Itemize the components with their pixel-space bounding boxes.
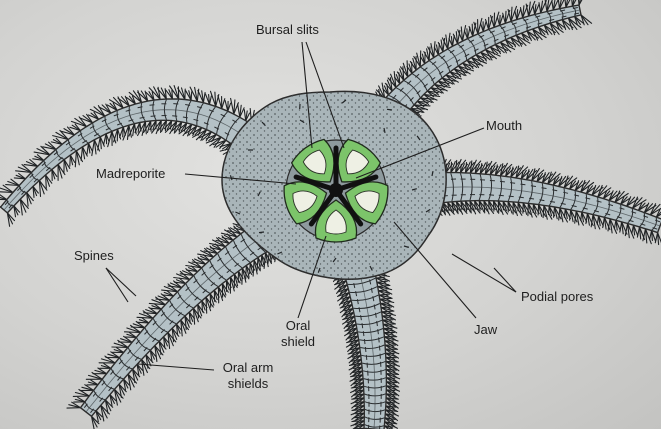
- arm-right-spines: [426, 158, 661, 246]
- oral-shield-inner: [354, 190, 380, 214]
- oral-shield-inner: [345, 149, 370, 175]
- disc-spine: [386, 108, 393, 111]
- arm-lower-left-body: [79, 213, 286, 418]
- arm-lower-left: [66, 209, 286, 429]
- disc-spine: [261, 121, 266, 127]
- oral-shield-inner: [292, 190, 318, 214]
- disc-spine: [257, 191, 261, 197]
- leader-bursal-slits-a: [301, 41, 313, 149]
- oral-shield-plate: [344, 181, 389, 225]
- arm-bottom-spines: [327, 245, 401, 429]
- disc-spine: [431, 170, 434, 177]
- disc-spines: [229, 99, 434, 273]
- leader-spines-a: [105, 267, 129, 303]
- label-jaw: Jaw: [474, 322, 498, 337]
- disc-spine: [299, 119, 305, 124]
- oral-shield-plate: [337, 138, 382, 183]
- label-oral-arm-shields-line1: Oral arm: [222, 360, 274, 375]
- label-oral-shield-line2: shield: [281, 334, 315, 349]
- leader-podial-pores-a: [493, 267, 517, 293]
- disc-spine: [277, 251, 283, 255]
- disc-spine: [341, 99, 347, 104]
- label-oral-arm-shields: Oral arm shields: [214, 360, 282, 392]
- leader-oral-shield: [297, 235, 327, 319]
- arm-bottom-body: [335, 238, 388, 429]
- label-mouth: Mouth: [486, 118, 523, 133]
- arm-bottom: [327, 238, 401, 429]
- label-oral-shield-line1: Oral: [285, 318, 311, 333]
- oral-region: [283, 138, 389, 243]
- arm-upper-left-body: [0, 98, 282, 214]
- leader-podial-pores-b: [451, 253, 517, 293]
- label-spines: Spines: [74, 248, 114, 263]
- label-oral-shield: Oral shield: [270, 318, 326, 350]
- leader-bursal-slits-b: [305, 41, 345, 149]
- disc-spine: [332, 257, 337, 263]
- label-podial-pores: Podial pores: [521, 289, 594, 304]
- label-madreporite: Madreporite: [96, 166, 166, 181]
- arm-right: [417, 158, 661, 246]
- arm-upper-left: [0, 85, 282, 227]
- leader-spines-b: [105, 267, 137, 297]
- disc-spine: [403, 245, 409, 248]
- mouth-star: [293, 145, 379, 227]
- leader-madreporite: [184, 173, 297, 185]
- mouth-opening: [329, 183, 343, 197]
- disc-spine: [369, 265, 373, 271]
- oral-shield-inner: [325, 209, 347, 235]
- leader-jaw: [393, 221, 477, 319]
- leader-mouth: [355, 127, 485, 179]
- disc-spine: [383, 127, 386, 134]
- oral-shield-inner: [302, 149, 327, 175]
- oral-shield-plate: [283, 181, 328, 225]
- disc-spine: [258, 231, 265, 234]
- disc-spine: [411, 188, 417, 191]
- disc-spine: [317, 267, 321, 273]
- disc-spine: [235, 211, 241, 215]
- label-oral-arm-shields-line2: shields: [227, 376, 269, 391]
- disc-spine: [416, 135, 421, 141]
- label-bursal-slits: Bursal slits: [256, 22, 319, 37]
- leader-lines: [105, 41, 517, 371]
- leader-oral-arm-shields: [137, 363, 215, 371]
- disc-spine: [425, 208, 431, 213]
